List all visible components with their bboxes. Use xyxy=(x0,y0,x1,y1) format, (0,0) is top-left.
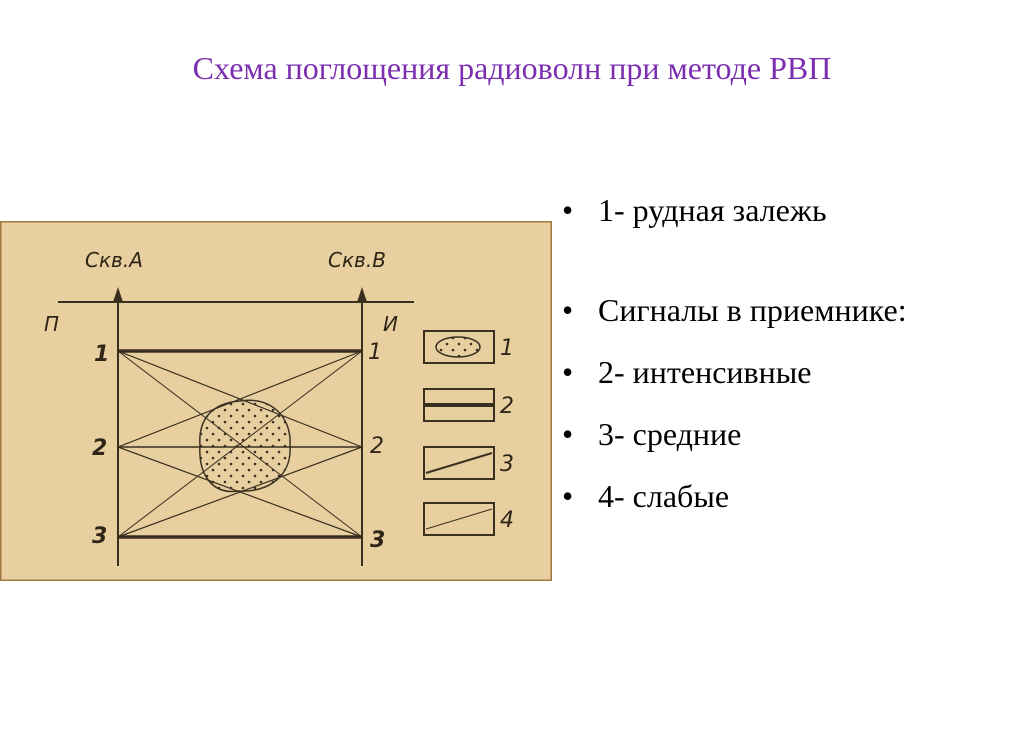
depth-label-a-3: 3 xyxy=(92,524,107,549)
legend-box-medium xyxy=(423,446,495,480)
bullet-list: •1- рудная залежь •Сигналы в приемнике: … xyxy=(562,190,1022,538)
bullet-text-weak: 4- слабые xyxy=(598,478,730,514)
bullet-text-medium: 3- средние xyxy=(598,416,742,452)
depth-label-a-1: 1 xyxy=(94,342,109,367)
depth-label-b-1: 1 xyxy=(368,340,382,365)
bullet-item: • 3- средние xyxy=(562,414,1022,454)
well-b-label: Скв.В xyxy=(328,248,386,272)
legend-medium-symbol xyxy=(425,452,493,474)
depth-label-b-2: 2 xyxy=(370,434,384,459)
bullet-dot: • xyxy=(562,478,574,514)
legend-box-weak xyxy=(423,502,495,536)
bullet-item: • 2- интенсивные xyxy=(562,352,1022,392)
well-a-label: Скв.А xyxy=(85,248,143,272)
bullet-text-intense: 2- интенсивные xyxy=(598,354,812,390)
bullet-text-ore: 1- рудная залежь xyxy=(598,192,827,228)
bullet-item: • Сигналы в приемнике: xyxy=(562,290,1022,330)
legend-number-1: 1 xyxy=(500,336,514,361)
scan-paper-background xyxy=(0,221,552,581)
right-mark-label: И xyxy=(383,312,398,336)
rvp-diagram-figure: Скв.А Скв.В П И 1 2 3 1 2 3 1 2 3 4 xyxy=(0,221,552,581)
bullet-dot: • xyxy=(562,416,574,452)
left-mark-label: П xyxy=(44,312,59,336)
bullet-text-signals: Сигналы в приемнике: xyxy=(598,292,907,328)
well-a-arrow xyxy=(113,287,123,302)
depth-label-a-2: 2 xyxy=(92,436,107,461)
well-b-arrow xyxy=(357,287,367,302)
legend-box-ore xyxy=(423,330,495,364)
bullet-dot: • xyxy=(562,354,574,390)
legend xyxy=(423,330,495,536)
ray-lines xyxy=(117,349,363,539)
legend-ore-symbol xyxy=(435,336,481,358)
legend-number-4: 4 xyxy=(500,508,514,533)
depth-label-b-3: 3 xyxy=(370,528,385,553)
bullet-dot: • xyxy=(562,192,574,228)
bullet-dot: • xyxy=(562,292,574,328)
legend-number-2: 2 xyxy=(500,394,514,419)
legend-number-3: 3 xyxy=(500,452,514,477)
legend-weak-symbol xyxy=(425,508,493,530)
bullet-item: • 1- рудная залежь xyxy=(562,190,1022,230)
bullet-item: • 4- слабые xyxy=(562,476,1022,516)
slide-title: Схема поглощения радиоволн при методе РВ… xyxy=(192,50,832,86)
